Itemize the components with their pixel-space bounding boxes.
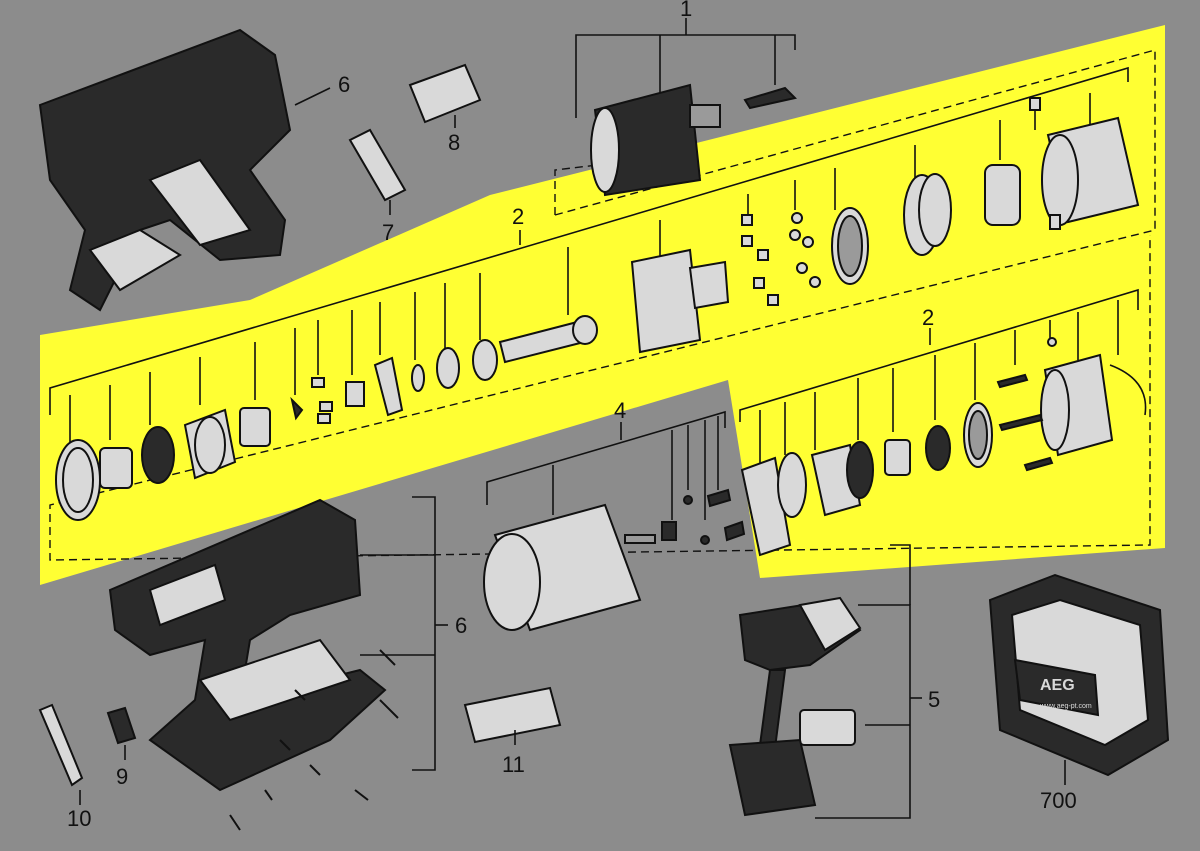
label-bit: 10	[67, 806, 91, 831]
gearbox-lower-parts	[740, 337, 1147, 557]
housing-top	[38, 28, 331, 312]
dashed-frame-upper	[49, 49, 1156, 561]
motor-group	[483, 410, 746, 632]
label-switch: 5	[928, 687, 940, 712]
gearbox-lower-bracket	[739, 288, 1139, 465]
highlight-band	[40, 25, 1165, 585]
switch-group	[728, 596, 922, 819]
selector-switch	[408, 63, 482, 128]
label-plate	[463, 686, 562, 745]
screwdriver-bit	[38, 703, 84, 805]
label-housing-top: 6	[338, 72, 350, 97]
dashed-frame-chuck	[554, 159, 641, 215]
gearbox-upper-bracket	[49, 66, 1129, 445]
label-bit-holder: 9	[116, 764, 128, 789]
label-case: 700	[1040, 788, 1077, 813]
bit-holder	[106, 706, 137, 760]
label-chuck: 1	[680, 0, 692, 21]
label-motor: 4	[614, 398, 626, 423]
case-url: www.aeg-pt.com	[1039, 703, 1092, 710]
gearbox-upper-parts	[55, 97, 1140, 521]
case-brand: AEG	[1040, 677, 1075, 694]
label-selector: 8	[448, 130, 460, 155]
label-gearbox-lower: 2	[922, 305, 934, 330]
carry-case: AEG www.aeg-pt.com	[988, 573, 1170, 785]
belt-clip	[348, 128, 407, 215]
switch-bracket-top	[890, 544, 911, 605]
label-label-plate: 11	[502, 752, 525, 777]
label-housing-bottom: 6	[455, 613, 467, 638]
label-belt-clip: 7	[382, 220, 394, 245]
chuck-assembly	[575, 18, 797, 197]
housing-bottom	[108, 496, 448, 831]
label-gearbox-upper: 2	[512, 204, 524, 229]
